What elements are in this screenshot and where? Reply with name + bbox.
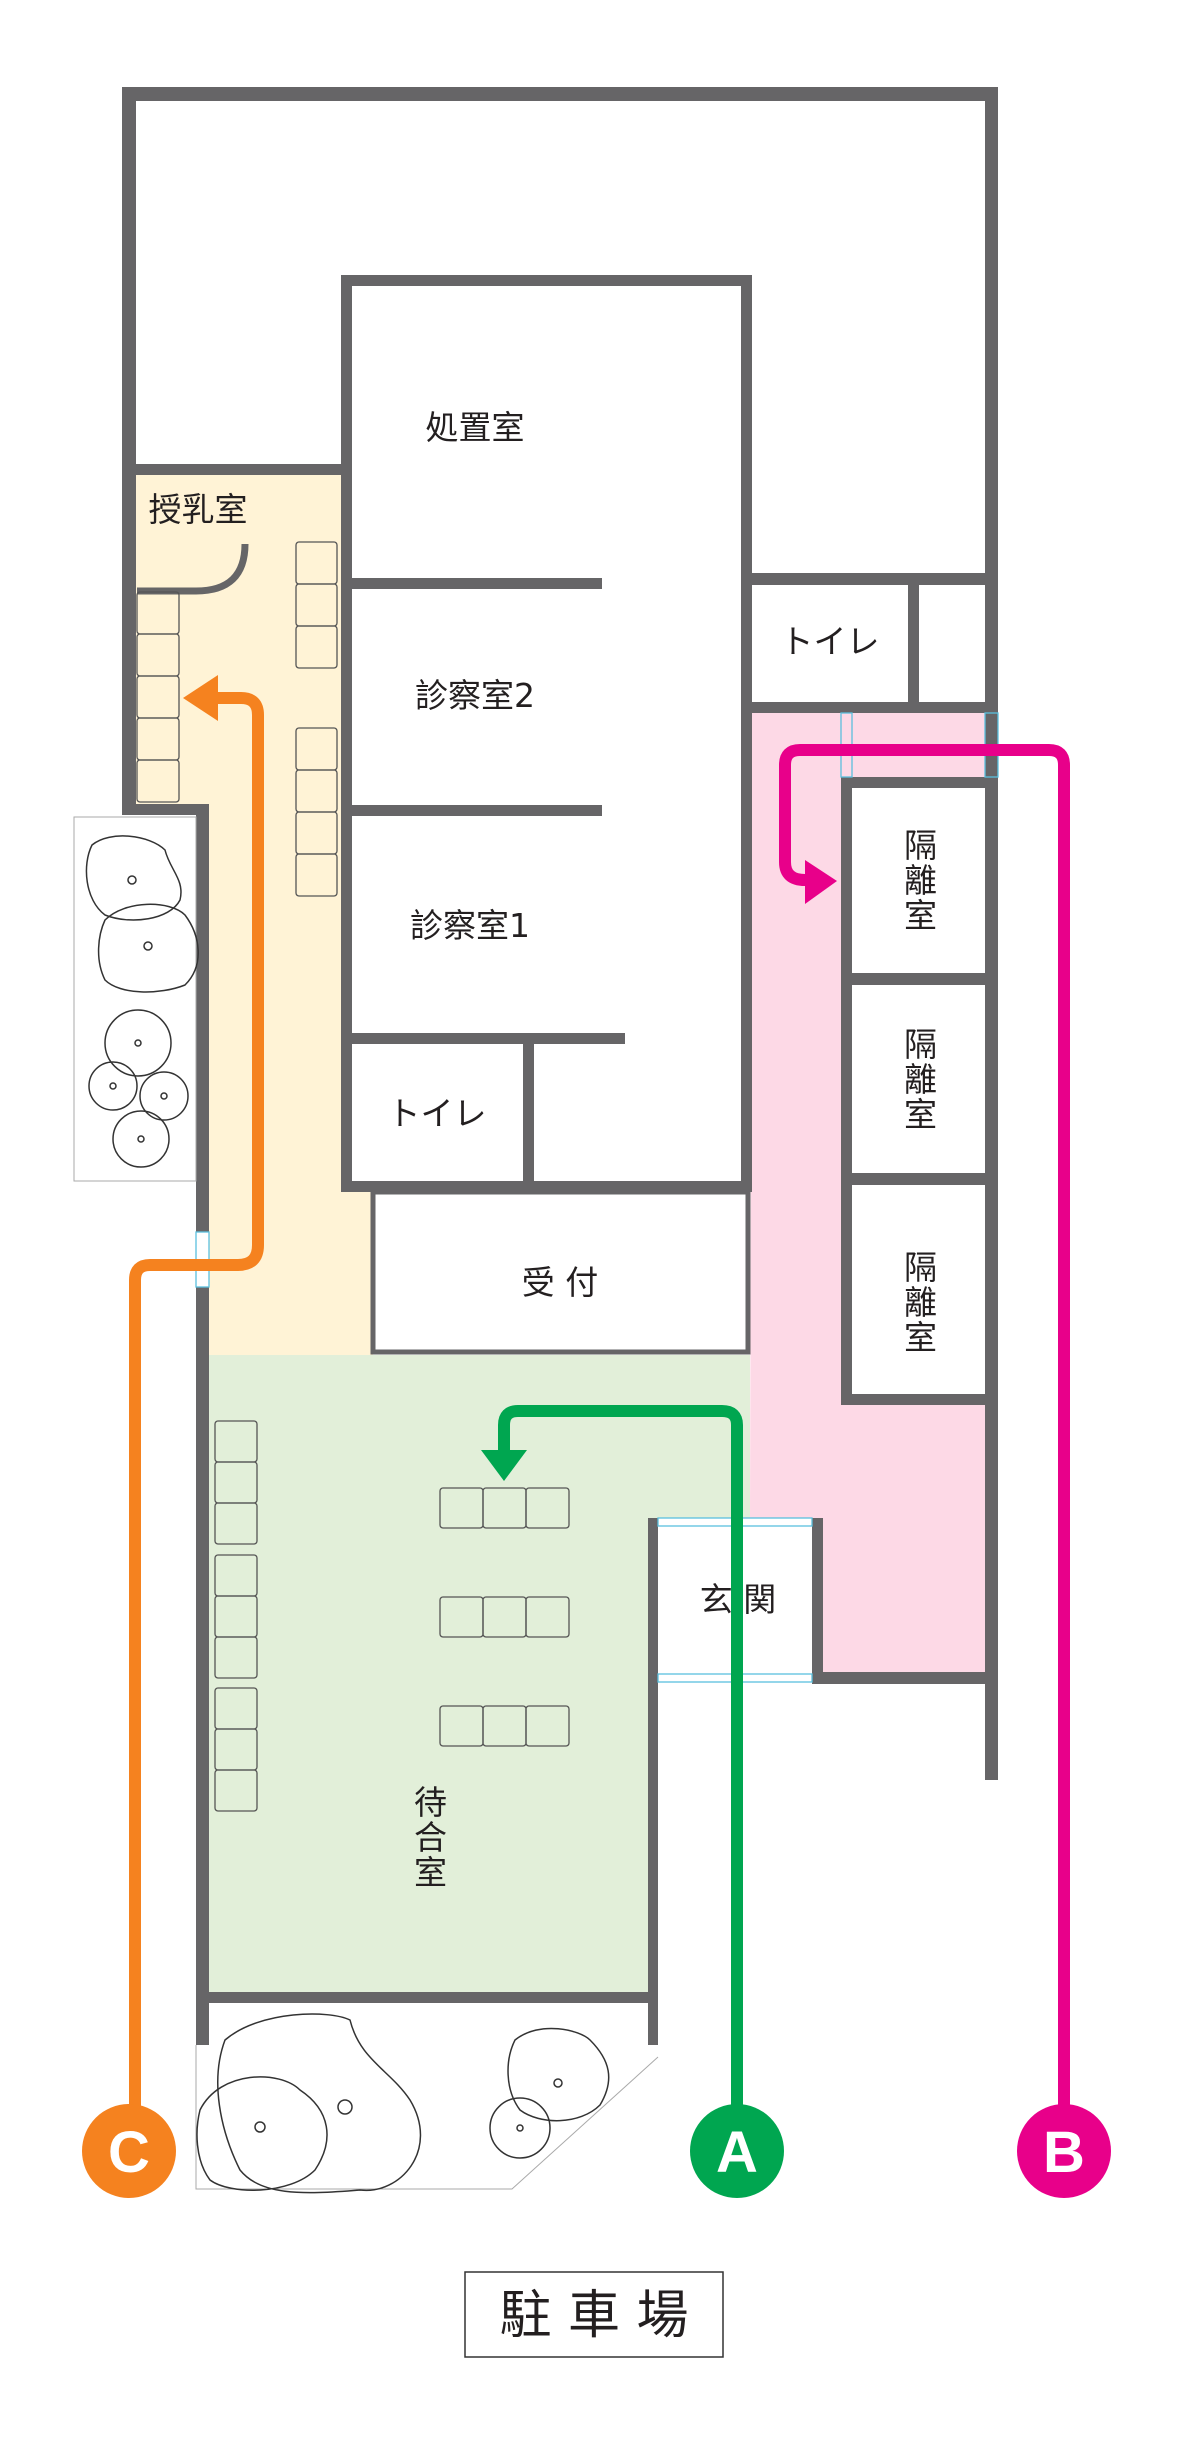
- room-label-isolation: 隔離室: [899, 1250, 938, 1355]
- route-b-path: [779, 744, 1070, 2110]
- waiting-area: [209, 1355, 750, 1992]
- room-label-isolation: 隔離室: [899, 828, 938, 933]
- route-badge-a[interactable]: A: [690, 2104, 784, 2198]
- room-label-nursing: 授乳室: [149, 490, 248, 529]
- room-label-toilet: トイレ: [388, 1094, 487, 1133]
- bench-seat: [525, 1487, 570, 1529]
- room-label-isolation: 隔離室: [899, 1027, 938, 1132]
- room-label-exam2: 診察室2: [415, 676, 535, 715]
- garden-bottom: [195, 2045, 659, 2190]
- bench-seat: [525, 1596, 570, 1638]
- garden: [73, 816, 659, 2194]
- benches: [136, 541, 570, 1812]
- bench-seat: [214, 1636, 258, 1679]
- route-badge-c[interactable]: C: [82, 2104, 176, 2198]
- badge-label: B: [1043, 2120, 1085, 2185]
- badge-label: C: [108, 2120, 150, 2185]
- room-label-treatment: 処置室: [426, 408, 525, 447]
- bench-seat: [525, 1705, 570, 1747]
- room-label-entrance: 玄 関: [700, 1580, 777, 1619]
- garden-left: [73, 816, 197, 1182]
- route-c-path: [129, 675, 264, 2110]
- route-badge-b[interactable]: B: [1017, 2104, 1111, 2198]
- tree-icon: [85, 835, 610, 2194]
- bench-seat: [295, 853, 338, 897]
- route-a-path: [481, 1405, 743, 2110]
- arrow-left-icon: [183, 675, 218, 721]
- parking-sign: 駐 車 場: [464, 2271, 724, 2358]
- bench-seat: [214, 1769, 258, 1812]
- bench-seat: [295, 625, 338, 669]
- room-label-reception: 受 付: [522, 1263, 599, 1302]
- walls: [122, 87, 998, 2045]
- room-label-exam1: 診察室1: [410, 906, 530, 945]
- isolation-corridor-area: [750, 713, 985, 1672]
- arrow-right-icon: [805, 860, 837, 904]
- room-label-toilet: トイレ: [781, 622, 880, 661]
- bench-seat: [136, 759, 180, 803]
- bench-seat: [214, 1502, 258, 1545]
- parking-label: 駐 車 場: [499, 2286, 688, 2346]
- room-label-waiting: 待合室: [409, 1785, 448, 1890]
- badge-label: A: [716, 2120, 758, 2185]
- arrow-down-icon: [481, 1450, 527, 1481]
